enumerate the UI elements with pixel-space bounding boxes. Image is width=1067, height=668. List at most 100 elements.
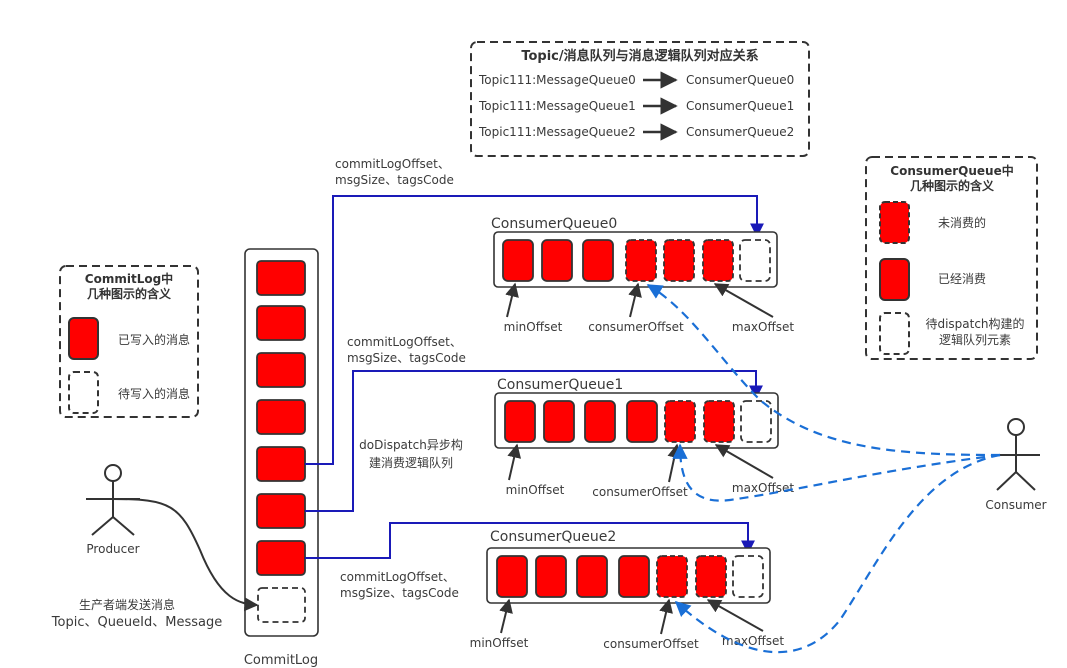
dispatch-note-line-2: 建消费逻辑队列 (369, 455, 453, 470)
queue-cell-red-solid (576, 555, 608, 598)
dispatch-label-line-1: commitLogOffset、 (347, 335, 462, 349)
mapping-to: ConsumerQueue0 (686, 73, 794, 87)
consumer-queue-2: commitLogOffset、 msgSize、tagsCode Consumer… (305, 522, 784, 651)
commitlog-written-message (256, 352, 306, 388)
commitlog: CommitLog (244, 248, 319, 668)
legend-consumed-swatch (879, 258, 910, 301)
commitlog-legend-border (59, 265, 199, 418)
queue-cell-red-dashed (663, 239, 695, 282)
min-offset-pointer-arrow (499, 598, 513, 634)
min-offset-label: minOffset (506, 483, 565, 497)
producer-send-label-2: Topic、QueueId、Message (51, 615, 222, 630)
legend-written-swatch (68, 317, 99, 360)
commitlog-legend-title-1: CommitLog中 (85, 271, 173, 286)
consumerqueue-legend-title-1: ConsumerQueue中 (890, 163, 1013, 178)
min-offset-label: minOffset (470, 636, 529, 650)
max-offset-pointer-arrow (706, 599, 764, 632)
consumer-queue-1: commitLogOffset、 msgSize、tagsCodeConsumer… (305, 335, 794, 512)
legend-pending-dispatch-swatch (879, 312, 910, 355)
queue-cell-empty-dashed (740, 400, 772, 443)
commitlog-written-message (256, 399, 306, 435)
commitlog-written-message (256, 260, 306, 296)
dispatch-label-line-1: commitLogOffset、 (340, 570, 455, 584)
dispatch-label-line-2: msgSize、tagsCode (347, 351, 466, 365)
min-offset-label: minOffset (504, 320, 563, 334)
consumer-queue-name: ConsumerQueue1 (497, 377, 623, 393)
consumer-arrow-queue2 (674, 453, 1001, 654)
max-offset-label: maxOffset (722, 634, 784, 648)
mapping-box-title: Topic/消息队列与消息逻辑队列对应关系 (521, 48, 758, 64)
queue-cell-red-dashed (702, 239, 734, 282)
producer-send-label-1: 生产者端发送消息 (79, 597, 175, 612)
consumer-head (1007, 418, 1025, 436)
consumer-queue-name: ConsumerQueue2 (490, 529, 616, 545)
mapping-from: Topic111:MessageQueue1 (478, 99, 636, 113)
consumer-queue-name: ConsumerQueue0 (491, 216, 617, 232)
queue-cell-red-dashed (703, 400, 735, 443)
dispatch-label-line-2: msgSize、tagsCode (340, 586, 459, 600)
queue-cell-red-dashed (695, 555, 727, 598)
dispatch-line (305, 522, 755, 559)
queue-cell-red-dashed (656, 555, 688, 598)
consumerqueue-legend-border (865, 156, 1038, 360)
legend-pending-dispatch-label-2: 逻辑队列元素 (939, 332, 1011, 347)
legend-consumed-label: 已经消费 (938, 272, 986, 286)
queue-cell-red-solid (502, 239, 534, 282)
max-offset-label: maxOffset (732, 481, 794, 495)
consumerqueue-legend: ConsumerQueue中 几种图示的含义 未消费的 已经消费 待dispat… (865, 156, 1038, 360)
mapping-from: Topic111:MessageQueue2 (478, 125, 636, 139)
legend-unconsumed-label: 未消费的 (938, 215, 986, 230)
consumer-offset-pointer-arrow (659, 598, 673, 635)
consumer-offset-pointer-arrow (667, 443, 682, 483)
consumer-offset-label: consumerOffset (588, 320, 684, 334)
consumer-right-leg (1015, 471, 1036, 491)
consumer-offset-pointer-arrow (628, 282, 642, 318)
consumer-offset-label: consumerOffset (603, 637, 699, 651)
legend-pending-write-label: 待写入的消息 (118, 386, 190, 401)
mapping-box-border (470, 41, 810, 157)
commitlog-written-message (256, 493, 306, 529)
commitlog-container (244, 248, 319, 637)
legend-pending-write-swatch (68, 371, 99, 414)
consumerqueue-legend-title-2: 几种图示的含义 (910, 178, 995, 193)
commitlog-legend-title-2: 几种图示的含义 (87, 286, 172, 301)
consumer-left-leg (996, 471, 1017, 491)
legend-unconsumed-swatch (879, 201, 910, 244)
queue-cell-red-solid (535, 555, 567, 598)
queue-cell-red-solid (504, 400, 536, 443)
max-offset-pointer-arrow (713, 283, 774, 318)
min-offset-pointer-arrow (507, 443, 522, 481)
producer-head (104, 464, 122, 482)
queue-cell-red-solid (618, 555, 650, 598)
min-offset-pointer-arrow (505, 282, 519, 318)
producer-left-leg (91, 516, 114, 536)
max-offset-label: maxOffset (732, 320, 794, 334)
max-offset-pointer-arrow (714, 444, 774, 479)
consumer-offset-label: consumerOffset (592, 485, 688, 499)
mapping-to: ConsumerQueue2 (686, 125, 794, 139)
queue-cell-red-solid (541, 239, 573, 282)
commitlog-written-message (256, 305, 306, 341)
producer-send-arrow (112, 498, 259, 612)
producer-right-leg (112, 516, 135, 536)
dispatch-line (305, 370, 763, 512)
queue-cell-red-solid (626, 400, 658, 443)
queue-cell-red-solid (584, 400, 616, 443)
legend-written-label: 已写入的消息 (118, 332, 190, 347)
dispatch-label-line-1: commitLogOffset、 (335, 157, 450, 171)
mapping-row: Topic111:MessageQueue2 ConsumerQueue2 (478, 123, 794, 141)
consumer-pull-arrows (646, 284, 1001, 654)
commitlog-written-message (256, 540, 306, 576)
consumer-label: Consumer (985, 498, 1046, 512)
queue-cell-empty-dashed (739, 239, 771, 282)
consumer-actor (993, 418, 1040, 491)
producer-label: Producer (86, 542, 139, 556)
commitlog-written-message (256, 446, 306, 482)
legend-pending-dispatch-label-1: 待dispatch构建的 (925, 316, 1024, 331)
queue-cell-red-dashed (625, 239, 657, 282)
dispatch-label-line-2: msgSize、tagsCode (335, 173, 454, 187)
dispatch-line (305, 195, 764, 465)
